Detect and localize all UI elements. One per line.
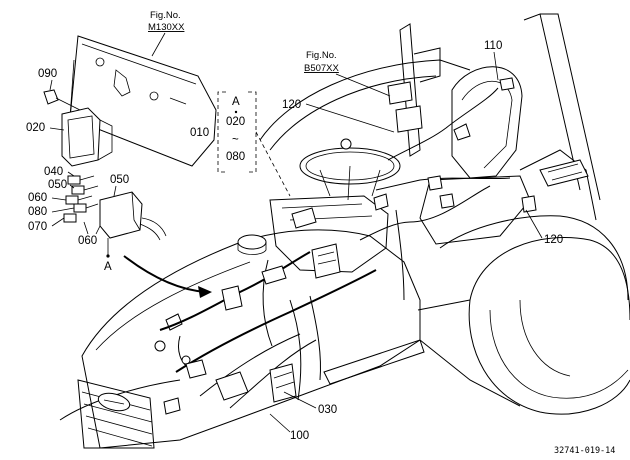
bolt-090 xyxy=(43,89,81,111)
view-marker-a-lower: A xyxy=(104,261,112,273)
fig-ref-b507: Fig.No. B507XX xyxy=(304,50,391,97)
callout-070: 070 xyxy=(28,221,47,233)
fig-ref-m130: Fig.No. M130XX xyxy=(148,10,185,57)
range-tilde: ~ xyxy=(232,134,239,146)
relay-050 xyxy=(99,191,167,241)
callout-060-left: 060 xyxy=(28,192,47,204)
drawing-id: 32741-019-14 xyxy=(554,446,615,456)
callout-080: 080 xyxy=(28,206,47,218)
callout-120-top: 120 xyxy=(282,99,301,111)
range-marker-a: A xyxy=(232,96,240,108)
callout-060-right: 060 xyxy=(78,235,97,247)
location-arrow xyxy=(123,255,207,293)
callout-020: 020 xyxy=(26,122,45,134)
wiring-harness xyxy=(154,77,589,415)
range-bracket xyxy=(217,91,291,197)
callout-090: 090 xyxy=(38,68,57,80)
range-label-010: 010 xyxy=(190,127,209,139)
tractor-body xyxy=(59,13,630,449)
fuse-box-020 xyxy=(61,107,113,167)
relay-clips xyxy=(63,175,99,223)
callout-050-left: 050 xyxy=(48,179,67,191)
callout-050-right: 050 xyxy=(110,174,129,186)
fig-ref-b507-line1: Fig.No. xyxy=(306,50,337,61)
callout-030: 030 xyxy=(318,404,337,416)
callout-110: 110 xyxy=(484,40,502,52)
range-from-020: 020 xyxy=(226,116,245,128)
fig-ref-b507-line2: B507XX xyxy=(304,63,340,74)
callout-100: 100 xyxy=(290,430,309,442)
callout-120-right: 120 xyxy=(544,234,563,246)
range-to-080: 080 xyxy=(226,151,245,163)
fig-ref-m130-line1: Fig.No. xyxy=(150,10,181,21)
callout-040: 040 xyxy=(44,166,63,178)
fig-ref-m130-line2: M130XX xyxy=(148,22,185,33)
